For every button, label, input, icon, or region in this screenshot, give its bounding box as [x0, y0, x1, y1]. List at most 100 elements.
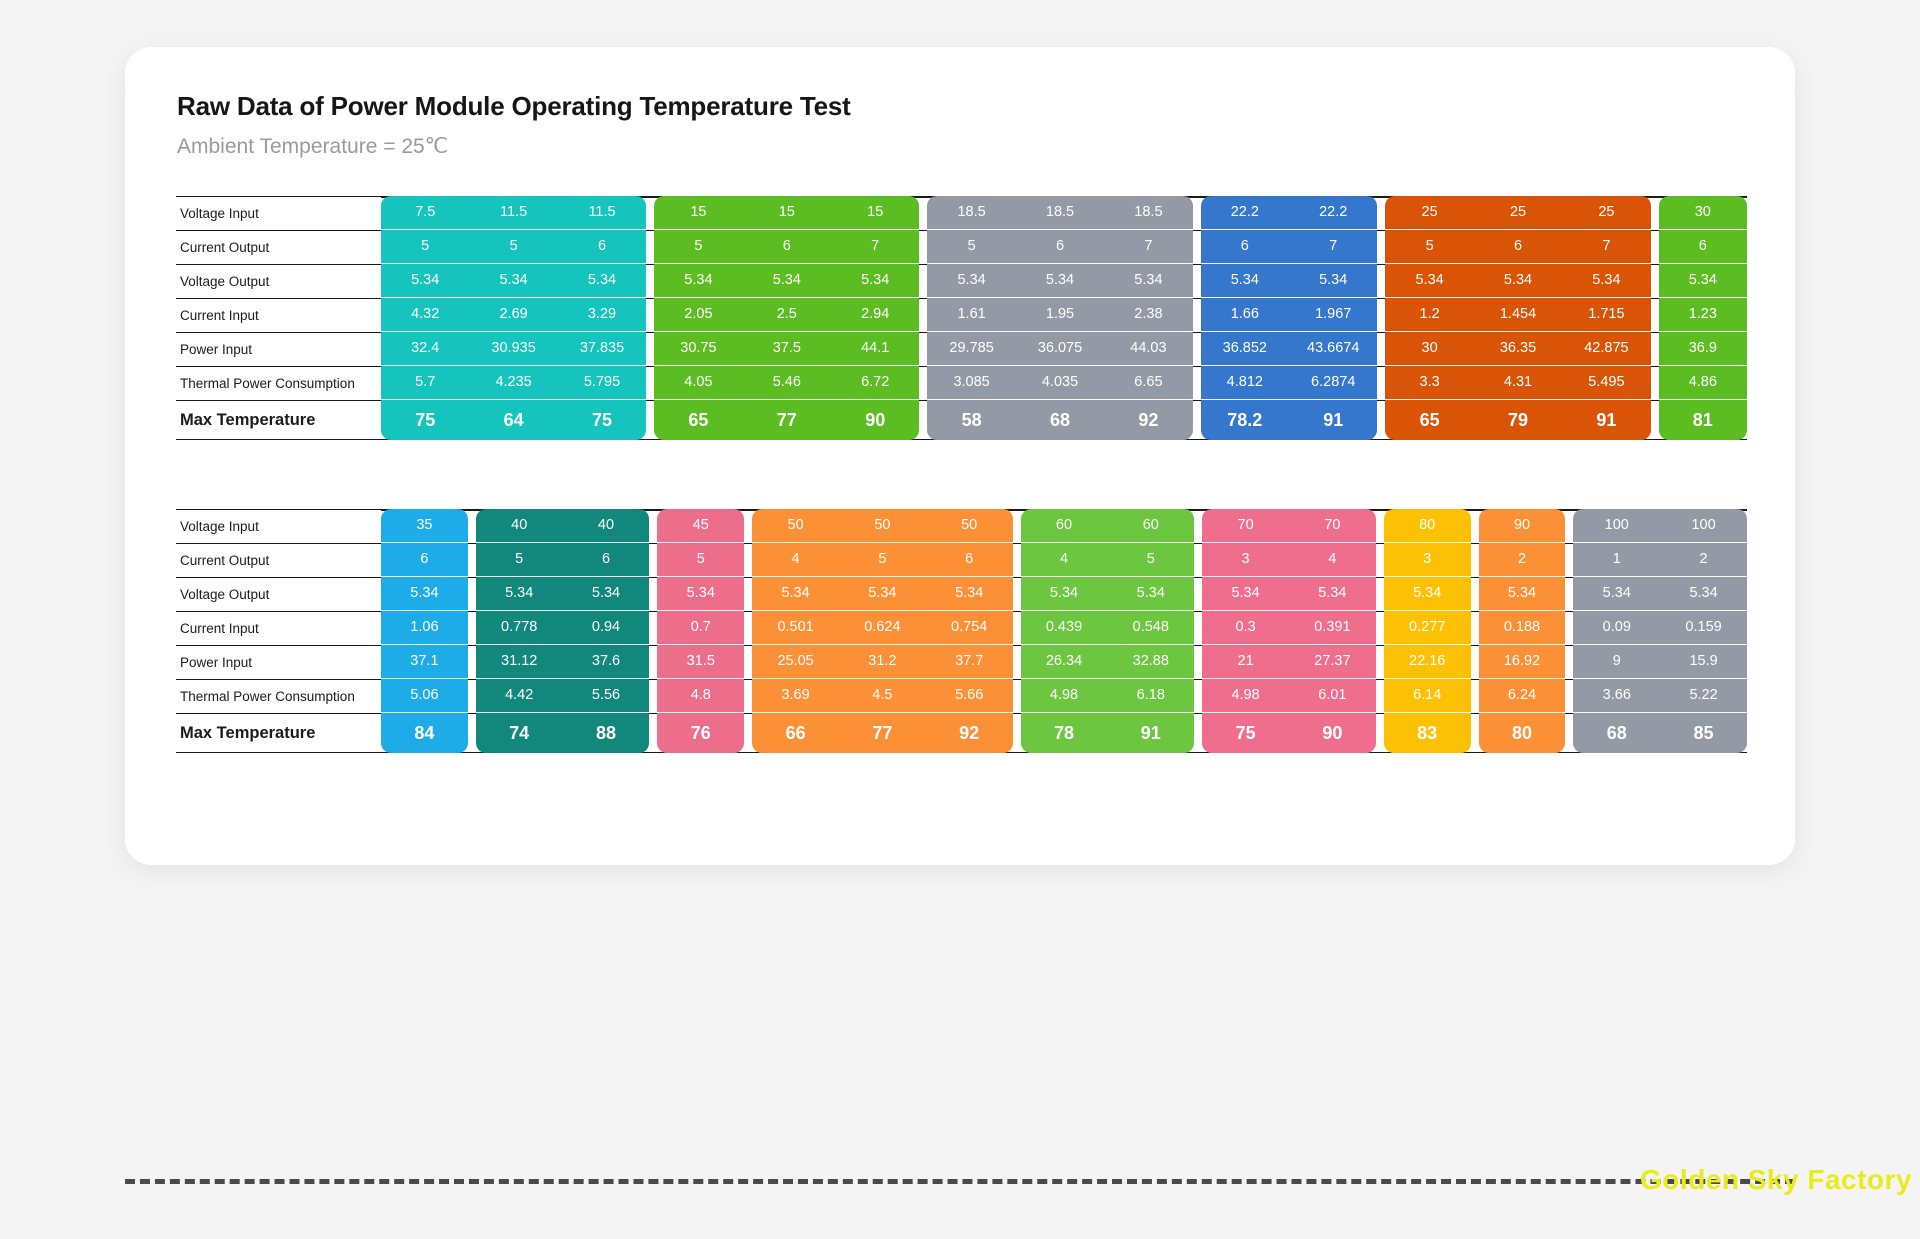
table-cell: 1.23: [1688, 306, 1717, 323]
table-row: 5: [657, 543, 745, 577]
table-cell: 65: [688, 410, 709, 430]
table-cell: 36.075: [1037, 340, 1083, 357]
table-row: 5.34: [1383, 577, 1471, 611]
table-cell: 5.34: [1134, 272, 1163, 289]
table-cell: 7: [1329, 238, 1338, 255]
table-cell: 3: [1423, 551, 1432, 568]
table-cell: 68: [1050, 410, 1071, 430]
table-cell: 2.05: [684, 306, 713, 323]
table-cell: 37.5: [772, 340, 801, 357]
table-cell: 5.34: [1049, 585, 1079, 602]
table-cell: 7.5: [415, 204, 436, 221]
table-cell: 64: [503, 410, 524, 430]
table-cell: 77: [776, 410, 797, 430]
table-cell: 5.06: [410, 687, 439, 704]
row-label-current-output: Current Output: [176, 543, 381, 577]
table-cell: 25.05: [777, 653, 814, 670]
table-cell: 6: [1698, 238, 1707, 255]
table-cell: 50: [787, 517, 804, 534]
table-cell: 2: [1517, 551, 1527, 568]
table-cell: 5.34: [686, 585, 715, 602]
table-cell: 83: [1417, 723, 1438, 743]
table-cell: 6.72: [861, 374, 890, 391]
table-cell: 5.34: [1688, 272, 1717, 289]
table-cell: 0.501: [777, 619, 814, 636]
table-cell: 5.34: [1231, 585, 1260, 602]
table-row: 80: [1383, 509, 1471, 543]
page-subtitle: Ambient Temperature = 25℃: [177, 135, 449, 158]
table-cell: 0.778: [501, 619, 538, 636]
table-cell: 75: [1235, 723, 1256, 743]
table-row: 78.2 91: [1201, 400, 1378, 440]
table-cell: 5: [878, 551, 887, 568]
table-cell: 91: [1323, 410, 1344, 430]
table-cell: 5.34: [587, 272, 617, 289]
table-cell: 36.852: [1222, 340, 1267, 357]
table-cell: 4.98: [1049, 687, 1079, 704]
row-label-current-input: Current Input: [176, 298, 381, 332]
table-cell: 5.34: [1503, 272, 1533, 289]
table-cell: 0.624: [864, 619, 901, 636]
table-cell: 0.391: [1314, 619, 1351, 636]
table-cell: 2: [1699, 551, 1708, 568]
table-cell: 5.34: [1602, 585, 1631, 602]
table-cell: 4: [791, 551, 800, 568]
table-cell: 70: [1324, 517, 1341, 534]
table-cell: 78.2: [1227, 410, 1263, 430]
table-cell: 36.35: [1499, 340, 1537, 357]
row-label-voltage-input: Voltage Input: [176, 509, 381, 543]
table-cell: 44.03: [1130, 340, 1167, 357]
table-cell: 3: [1241, 551, 1250, 568]
table-cell: 37.1: [410, 653, 439, 670]
table-cell: 5.34: [1413, 585, 1442, 602]
watermark-label: Golden Sky Factory: [1640, 1164, 1912, 1195]
table-cell: 6: [782, 238, 791, 255]
table-cell: 5: [967, 238, 976, 255]
table-cell: 5.34: [410, 585, 439, 602]
table-cell: 21: [1237, 653, 1254, 670]
table-cell: 5.34: [1415, 272, 1444, 289]
table-cell: 15.9: [1689, 653, 1718, 670]
table-cell: 70: [1237, 517, 1254, 534]
table-cell: 1.454: [1499, 306, 1537, 323]
table-cell: 6: [601, 551, 611, 568]
table-row: 84: [381, 713, 468, 753]
